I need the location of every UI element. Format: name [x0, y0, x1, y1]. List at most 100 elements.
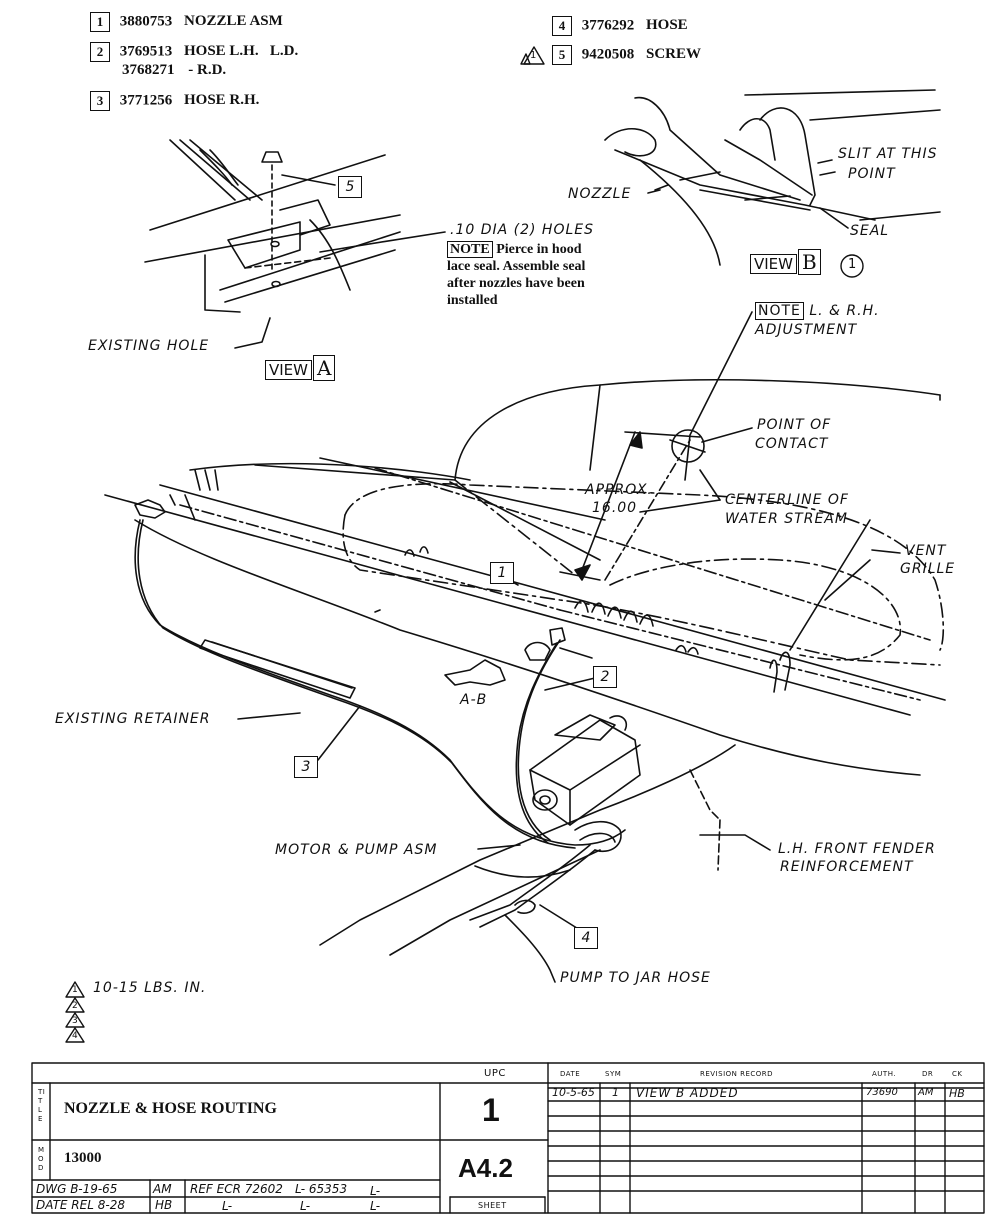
- torque-note: 10-15 LBS. IN.: [93, 980, 207, 996]
- approx-label: APPROX.: [585, 482, 653, 498]
- ref-l3: L-: [222, 1199, 233, 1213]
- centerline-label-2: WATER STREAM: [725, 511, 848, 527]
- rev-header-record: REVISION RECORD: [700, 1070, 774, 1078]
- model-number: 13000: [64, 1150, 102, 1166]
- part-number: 3880753: [119, 13, 173, 30]
- note-text: L. & R.H.: [809, 303, 880, 319]
- seal-label: SEAL: [850, 223, 890, 239]
- part-description: HOSE: [646, 17, 688, 34]
- date-released: DATE REL 8-28: [36, 1198, 125, 1212]
- callout-2: 2: [593, 666, 617, 688]
- note-label: NOTE: [755, 302, 804, 320]
- note-label: NOTE: [447, 241, 493, 258]
- title-side-label: TITLE: [38, 1088, 46, 1123]
- title-block-lines: [31, 1062, 985, 1214]
- upc-value: 1: [482, 1092, 500, 1128]
- triangle-2-number: 2: [72, 1001, 78, 1011]
- holes-label: .10 DIA (2) HOLES: [450, 222, 595, 238]
- rev-header-ck: CK: [952, 1070, 963, 1078]
- pump-to-jar-hose-label: PUMP TO JAR HOSE: [560, 970, 711, 986]
- parts-list-row-5: 5 9420508 SCREW: [552, 45, 701, 65]
- parts-list-row-2: 2 3769513 HOSE L.H. L.D.: [90, 42, 298, 62]
- note-line: after nozzles have been: [447, 276, 585, 291]
- rev-row-sym: 1: [612, 1086, 619, 1099]
- note-line: lace seal. Assemble seal: [447, 259, 586, 274]
- part-number-box: 1: [90, 12, 110, 32]
- view-word: VIEW: [265, 360, 312, 380]
- revision-triangles: [65, 46, 545, 1043]
- point-of-contact-1: POINT OF: [757, 417, 832, 433]
- revision-circle-number: 1: [848, 257, 857, 272]
- drawing-title: NOZZLE & HOSE ROUTING: [64, 1100, 277, 1117]
- view-a-drawing: [144, 139, 446, 349]
- adjustment-note: NOTE L. & R.H.: [755, 302, 880, 320]
- release-initials: HB: [155, 1198, 173, 1212]
- vent-grille-label-2: GRILLE: [900, 561, 956, 577]
- parts-list: 1 3880753 NOZZLE ASM: [90, 12, 283, 36]
- dwg-date: DWG B-19-65: [36, 1182, 118, 1196]
- rev-row-record: VIEW B ADDED: [636, 1086, 739, 1100]
- note-line: Pierce in hood: [496, 242, 582, 257]
- mod-side-label: MOD: [38, 1146, 45, 1172]
- slit-label-1: SLIT AT THIS: [838, 146, 938, 162]
- view-a-note: NOTE Pierce in hood lace seal. Assemble …: [447, 241, 585, 309]
- existing-hole-label: EXISTING HOLE: [88, 338, 210, 354]
- main-view-drawing: [104, 311, 946, 983]
- fender-label-1: L.H. FRONT FENDER: [778, 841, 936, 857]
- callout-3: 3: [294, 756, 318, 778]
- part-number: 3769513: [119, 43, 173, 60]
- parts-list-row-4: 4 3776292 HOSE: [552, 16, 688, 36]
- vent-grille-label-1: VENT: [905, 543, 947, 559]
- callout-1: 1: [490, 562, 514, 584]
- revision-circle: [840, 254, 864, 278]
- ref-l4: L-: [300, 1199, 311, 1213]
- ref-l2: L-: [370, 1184, 381, 1198]
- part-description: HOSE L.H. L.D.: [184, 43, 299, 60]
- view-word: VIEW: [750, 254, 797, 274]
- sheet-number: A4.2: [458, 1153, 513, 1183]
- view-letter: B: [798, 249, 821, 275]
- rev-row-auth: 73690: [866, 1087, 898, 1098]
- dwg-initials: AM: [153, 1182, 172, 1196]
- adjustment-label: ADJUSTMENT: [755, 322, 858, 338]
- fender-label-2: REINFORCEMENT: [780, 859, 914, 875]
- part-number: 3768271: [122, 62, 175, 78]
- part-description: HOSE R.H.: [184, 92, 260, 109]
- rev-row-date: 10-5-65: [552, 1086, 595, 1099]
- sheet-label: SHEET: [478, 1201, 507, 1210]
- ref-l5: L-: [370, 1199, 381, 1213]
- callout-5: 5: [338, 176, 362, 198]
- ref-l1: L- 65353: [295, 1182, 348, 1196]
- part-number-box: 3: [90, 91, 110, 111]
- centerline-label-1: CENTERLINE OF: [725, 492, 849, 508]
- triangle-4-number: 4: [72, 1031, 78, 1041]
- approx-value: 16.00: [592, 500, 638, 516]
- rev-header-auth: AUTH.: [872, 1070, 897, 1078]
- part-number: 3776292: [581, 17, 635, 34]
- rev-row-dr: AM: [918, 1087, 934, 1098]
- revision-flag-1: 1: [530, 50, 537, 61]
- part-description: NOZZLE ASM: [184, 13, 283, 30]
- section-a-b-label: A-B: [460, 692, 488, 708]
- rev-header-date: DATE: [560, 1070, 581, 1078]
- view-letter: A: [313, 355, 336, 381]
- point-of-contact-2: CONTACT: [755, 436, 829, 452]
- parts-list-row-3: 3 3771256 HOSE R.H.: [90, 91, 259, 111]
- torque-triangle-number: 1: [72, 985, 78, 995]
- nozzle-label: NOZZLE: [568, 186, 632, 202]
- part-number-box: 5: [552, 45, 572, 65]
- part-number: 9420508: [581, 46, 635, 63]
- part-number-box: 2: [90, 42, 110, 62]
- parts-list-row-2-alt: 3768271 - R.D.: [122, 62, 226, 79]
- part-row-1: 1 3880753 NOZZLE ASM: [90, 12, 283, 36]
- existing-retainer-label: EXISTING RETAINER: [55, 711, 211, 727]
- rev-row-ck: HB: [949, 1087, 965, 1100]
- note-line: installed: [447, 293, 498, 308]
- motor-pump-label: MOTOR & PUMP ASM: [275, 842, 438, 858]
- part-number-box: 4: [552, 16, 572, 36]
- part-description: - R.D.: [188, 62, 227, 78]
- ref-ecr: REF ECR 72602: [190, 1182, 283, 1196]
- rev-header-sym: SYM: [605, 1070, 622, 1078]
